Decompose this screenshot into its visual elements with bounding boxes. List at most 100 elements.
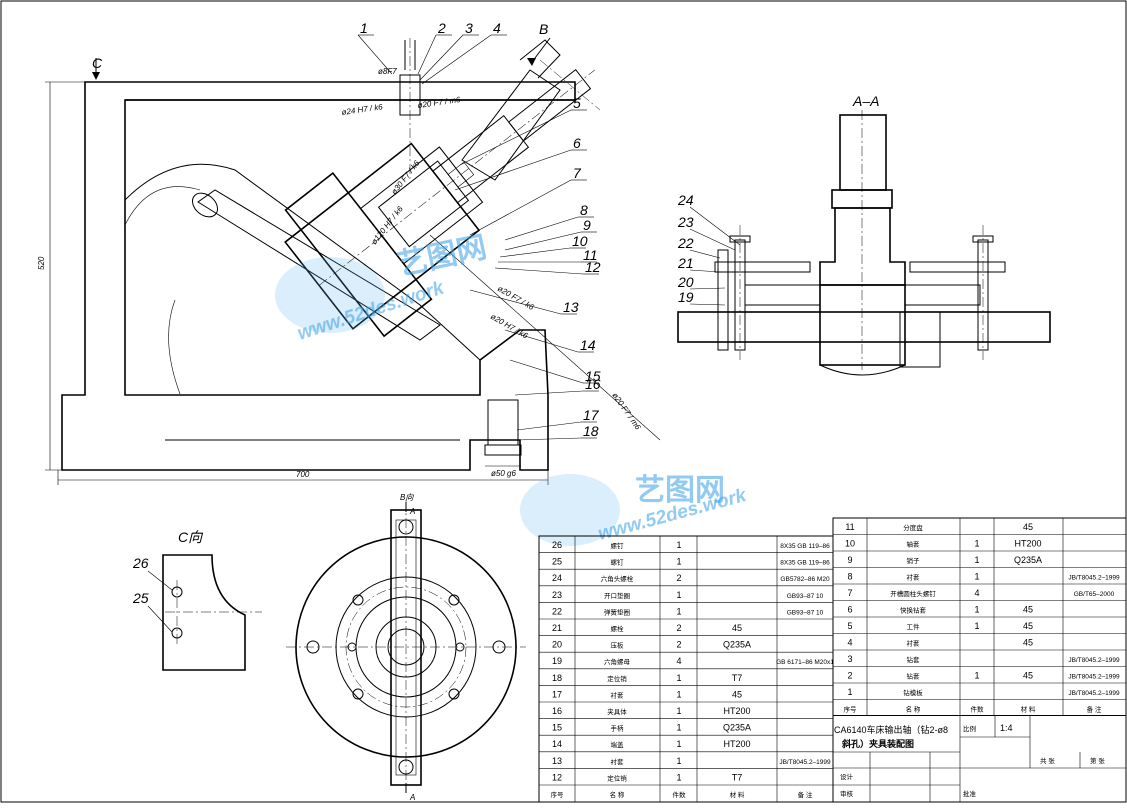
left-row-no: 17 [552,689,562,699]
balloon-19: 19 [678,289,694,305]
dim-width: 700 [296,470,310,479]
balloon-25: 25 [132,590,149,606]
left-row-material: HT200 [723,706,750,716]
left-header-note: 备 注 [798,790,813,799]
right-header-note: 备 注 [1087,705,1102,714]
balloon-22: 22 [677,235,694,251]
balloon-23: 23 [677,214,694,230]
balloon-7: 7 [573,165,582,181]
section-aa-view [677,110,1051,376]
left-row-qty: 1 [676,756,681,766]
right-row-no: 8 [847,572,852,582]
right-row-no: 11 [845,522,854,532]
approve-label: 批准 [963,789,977,798]
right-header-material: 材 料 [1021,705,1036,714]
left-row-qty: 1 [676,606,681,616]
dim-d6: ø20 F7 / k6 [496,284,536,312]
balloon-12: 12 [585,259,601,275]
balloon-21: 21 [677,255,694,271]
right-row-name: 分度盘 [903,523,923,532]
watermark-group [275,257,620,546]
left-row-note: JB/T8045.2–1999 [779,759,831,766]
right-row-name: 开槽圆柱头螺钉 [890,589,936,598]
right-row-qty: 1 [974,539,979,549]
balloon-5: 5 [573,95,581,111]
right-header-name: 名 称 [906,705,921,714]
left-row-material: HT200 [723,739,750,749]
left-header-material: 材 料 [730,790,745,799]
right-row-no: 4 [847,638,852,648]
right-row-name: 工件 [907,622,921,631]
right-row-material: 45 [1023,605,1033,615]
section-aa-title: A–A [852,93,879,109]
balloon-16: 16 [585,376,601,392]
balloon-3: 3 [465,20,473,36]
right-row-qty: 1 [974,671,979,681]
left-row-name: 螺栓 [611,624,625,633]
left-row-name: 螺钉 [611,558,625,567]
left-row-qty: 1 [676,557,681,567]
left-row-no: 21 [552,623,562,633]
right-row-note: JB/T8045.2–1999 [1068,575,1120,582]
left-row-name: 夹具体 [607,707,627,716]
left-row-no: 24 [552,573,562,583]
right-header-no: 序号 [844,705,858,714]
dim-d3: ø24 H7 / k6 [341,102,384,117]
balloon-24: 24 [677,192,694,208]
left-row-material: Q235A [723,640,751,650]
view-label-c-arrow: C [92,55,103,71]
balloon-18: 18 [583,423,599,439]
left-row-qty: 4 [676,656,681,666]
left-row-qty: 1 [676,540,681,550]
section-mark-a-bottom: A [409,793,415,802]
dim-d1: ø8F7 [378,67,397,76]
title-line-1: CA6140车床输出轴（钻2-ø8 [834,724,948,735]
sheet-count: 共 张 [1040,756,1055,765]
left-row-qty: 1 [676,706,681,716]
left-row-material: 45 [732,689,742,699]
left-row-no: 15 [552,723,562,733]
balloon-17: 17 [583,407,600,423]
balloon-11: 11 [583,247,598,263]
left-row-note: GB 6171–86 M20x1 [776,659,834,666]
left-row-no: 26 [552,540,562,550]
left-row-name: 衬套 [611,757,625,766]
left-row-no: 14 [552,739,562,749]
right-row-material: 45 [1023,638,1033,648]
left-row-no: 20 [552,640,562,650]
balloon-20: 20 [677,274,694,290]
right-row-name: 快换钻套 [900,606,927,615]
right-row-material: HT200 [1014,539,1041,549]
balloon-26: 26 [132,555,149,571]
left-row-no: 23 [552,590,562,600]
balloon-6: 6 [573,135,581,151]
right-row-note: GB/T65–2000 [1074,591,1115,598]
right-row-material: 45 [1023,522,1033,532]
section-mark-a-top: A [409,507,415,516]
balloon-14: 14 [580,337,596,353]
left-row-name: 端盖 [611,740,625,749]
right-row-no: 2 [847,671,852,681]
left-row-name: 弹簧垫圈 [604,607,630,616]
right-row-note: JB/T8045.2–1999 [1068,657,1120,664]
right-row-qty: 1 [974,555,979,565]
left-row-material: 45 [732,623,742,633]
view-c-title: C向 [178,529,204,545]
left-row-note: GB93–87 10 [787,609,824,616]
right-row-no: 1 [847,687,852,697]
left-row-qty: 1 [676,689,681,699]
watermark-brand-1: 艺图网 [395,231,490,282]
left-header-name: 名 称 [610,790,625,799]
left-row-qty: 1 [676,772,681,782]
sheet-number: 第 张 [1090,756,1105,765]
left-row-note: 8X35 GB 119–86 [780,560,830,567]
left-row-name: 螺钉 [611,541,625,550]
dim-d5: ø120 H7 / k6 [369,204,405,246]
left-row-no: 25 [552,557,562,567]
left-row-qty: 2 [676,640,681,650]
main-view [45,37,661,485]
